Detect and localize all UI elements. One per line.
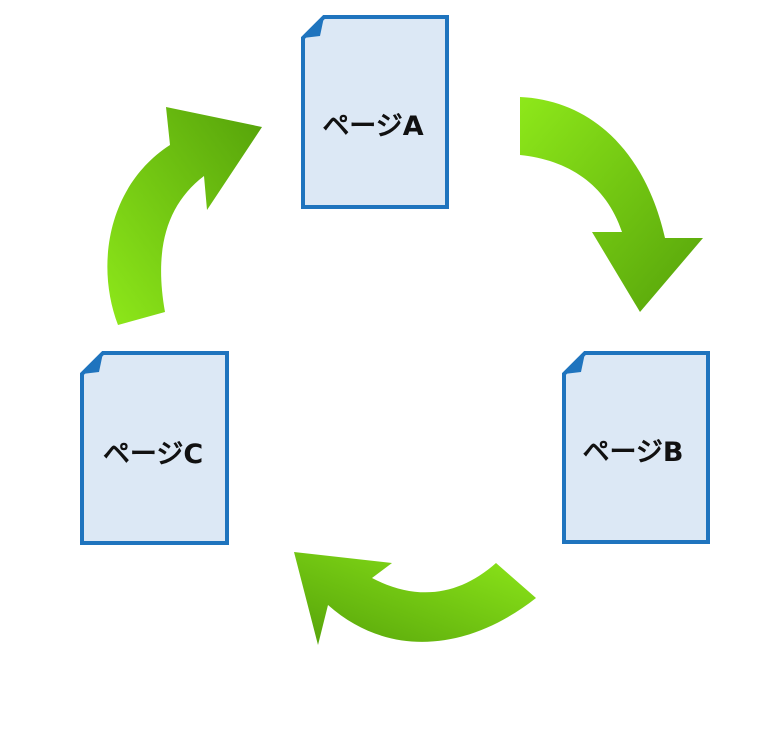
- page-b: ページB: [562, 351, 710, 544]
- page-a-label: ページA: [322, 111, 423, 142]
- folded-corner-icon: [303, 17, 324, 38]
- page-b-label: ページB: [582, 437, 683, 468]
- folded-corner-icon: [82, 353, 103, 374]
- arrow-a-to-b-icon: [520, 97, 703, 312]
- folded-corner-icon: [564, 353, 585, 374]
- page-c: ページC: [80, 351, 229, 545]
- arrow-c-to-a-icon: [107, 107, 262, 325]
- arrow-b-to-c-icon: [294, 552, 536, 645]
- page-a: ページA: [301, 15, 449, 209]
- page-c-label: ページC: [103, 439, 203, 470]
